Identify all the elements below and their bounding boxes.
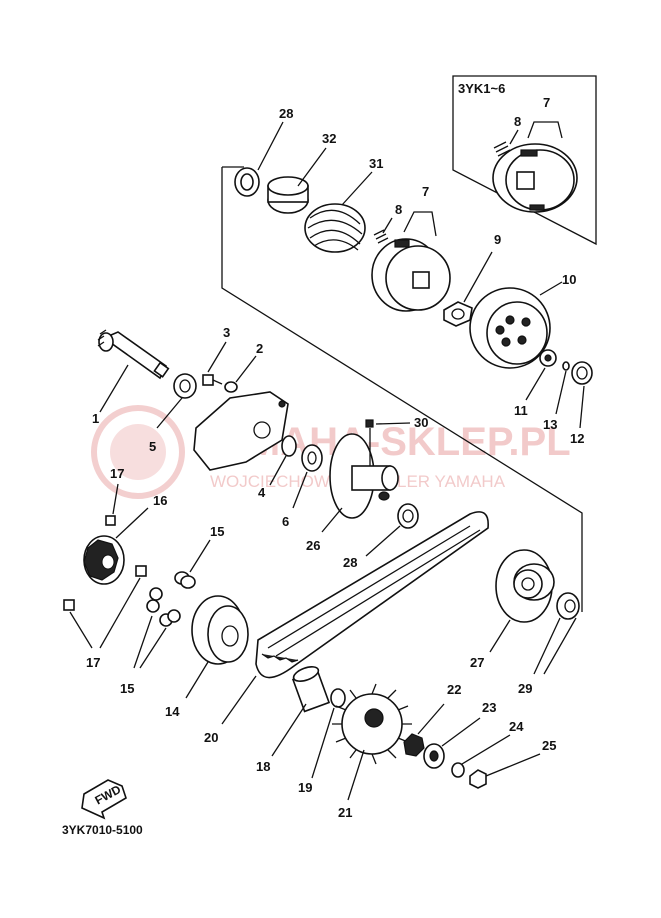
sheave-26 xyxy=(321,419,411,533)
inset-title: 3YK1~6 xyxy=(458,81,505,96)
clutch-housing-10 xyxy=(469,281,563,369)
callout-7b: 7 xyxy=(543,95,550,110)
collar-18 xyxy=(271,666,331,757)
callout-23: 23 xyxy=(482,700,496,715)
washer-4-6 xyxy=(269,435,323,509)
washer-11-13-12 xyxy=(525,349,593,429)
callout-14: 14 xyxy=(165,704,180,719)
callout-21: 21 xyxy=(338,805,352,820)
callout-25: 25 xyxy=(542,738,556,753)
sliders-17 xyxy=(63,483,147,649)
cover-plate xyxy=(193,391,289,471)
pulley-27 xyxy=(489,549,555,653)
callout-26: 26 xyxy=(306,538,320,553)
callout-12: 12 xyxy=(570,431,584,446)
callout-30: 30 xyxy=(414,415,428,430)
sheave-14 xyxy=(185,595,249,699)
callout-18: 18 xyxy=(256,759,270,774)
callout-1: 1 xyxy=(92,411,99,426)
seal-29 xyxy=(533,592,580,675)
callout-2: 2 xyxy=(256,341,263,356)
callout-6: 6 xyxy=(282,514,289,529)
washer-24 xyxy=(451,734,511,778)
callout-28-top: 28 xyxy=(279,106,293,121)
footer-code: 3YK7010-5100 xyxy=(62,823,143,837)
spring-31 xyxy=(304,171,373,253)
callout-22: 22 xyxy=(447,682,461,697)
fwd-arrow-icon: FWD xyxy=(81,779,127,820)
callout-15-bottom: 15 xyxy=(120,681,134,696)
callout-7: 7 xyxy=(422,184,429,199)
collar-32 xyxy=(267,147,327,214)
callout-31: 31 xyxy=(369,156,383,171)
callout-8: 8 xyxy=(395,202,402,217)
callout-29: 29 xyxy=(518,681,532,696)
callouts: 28 32 31 7 8 9 10 11 13 12 3 2 1 5 4 6 3… xyxy=(86,106,584,820)
inset-box: 3YK1~6 7 8 xyxy=(452,75,597,246)
callout-16: 16 xyxy=(153,493,167,508)
callout-4: 4 xyxy=(258,485,266,500)
callout-19: 19 xyxy=(298,780,312,795)
clutch-7 xyxy=(371,211,451,312)
fan-21 xyxy=(332,683,412,801)
cam-16 xyxy=(83,507,149,585)
nut-9 xyxy=(443,251,493,327)
callout-32: 32 xyxy=(322,131,336,146)
callout-24: 24 xyxy=(509,719,524,734)
callout-10: 10 xyxy=(562,272,576,287)
nut-25 xyxy=(469,753,541,789)
callout-20: 20 xyxy=(204,730,218,745)
washer-28-top xyxy=(234,121,284,197)
clutch-23 xyxy=(423,717,481,769)
belt-20 xyxy=(221,511,489,725)
callout-17-bottom: 17 xyxy=(86,655,100,670)
callout-28-mid: 28 xyxy=(343,555,357,570)
callout-8b: 8 xyxy=(514,114,521,129)
rollers-15 xyxy=(133,539,211,669)
hub-22 xyxy=(403,703,445,757)
bearing-5 xyxy=(156,373,197,429)
shaft-1 xyxy=(97,329,170,413)
seal-28-mid xyxy=(365,503,419,557)
assembly-frame-lines xyxy=(221,166,583,612)
callout-17-top: 17 xyxy=(110,466,124,481)
callout-15-top: 15 xyxy=(210,524,224,539)
callout-3: 3 xyxy=(223,325,230,340)
callout-5: 5 xyxy=(149,439,156,454)
callout-27: 27 xyxy=(470,655,484,670)
callout-11: 11 xyxy=(514,403,528,418)
callout-13: 13 xyxy=(543,417,557,432)
callout-9: 9 xyxy=(494,232,501,247)
bolt-3-washer-2 xyxy=(202,341,257,393)
